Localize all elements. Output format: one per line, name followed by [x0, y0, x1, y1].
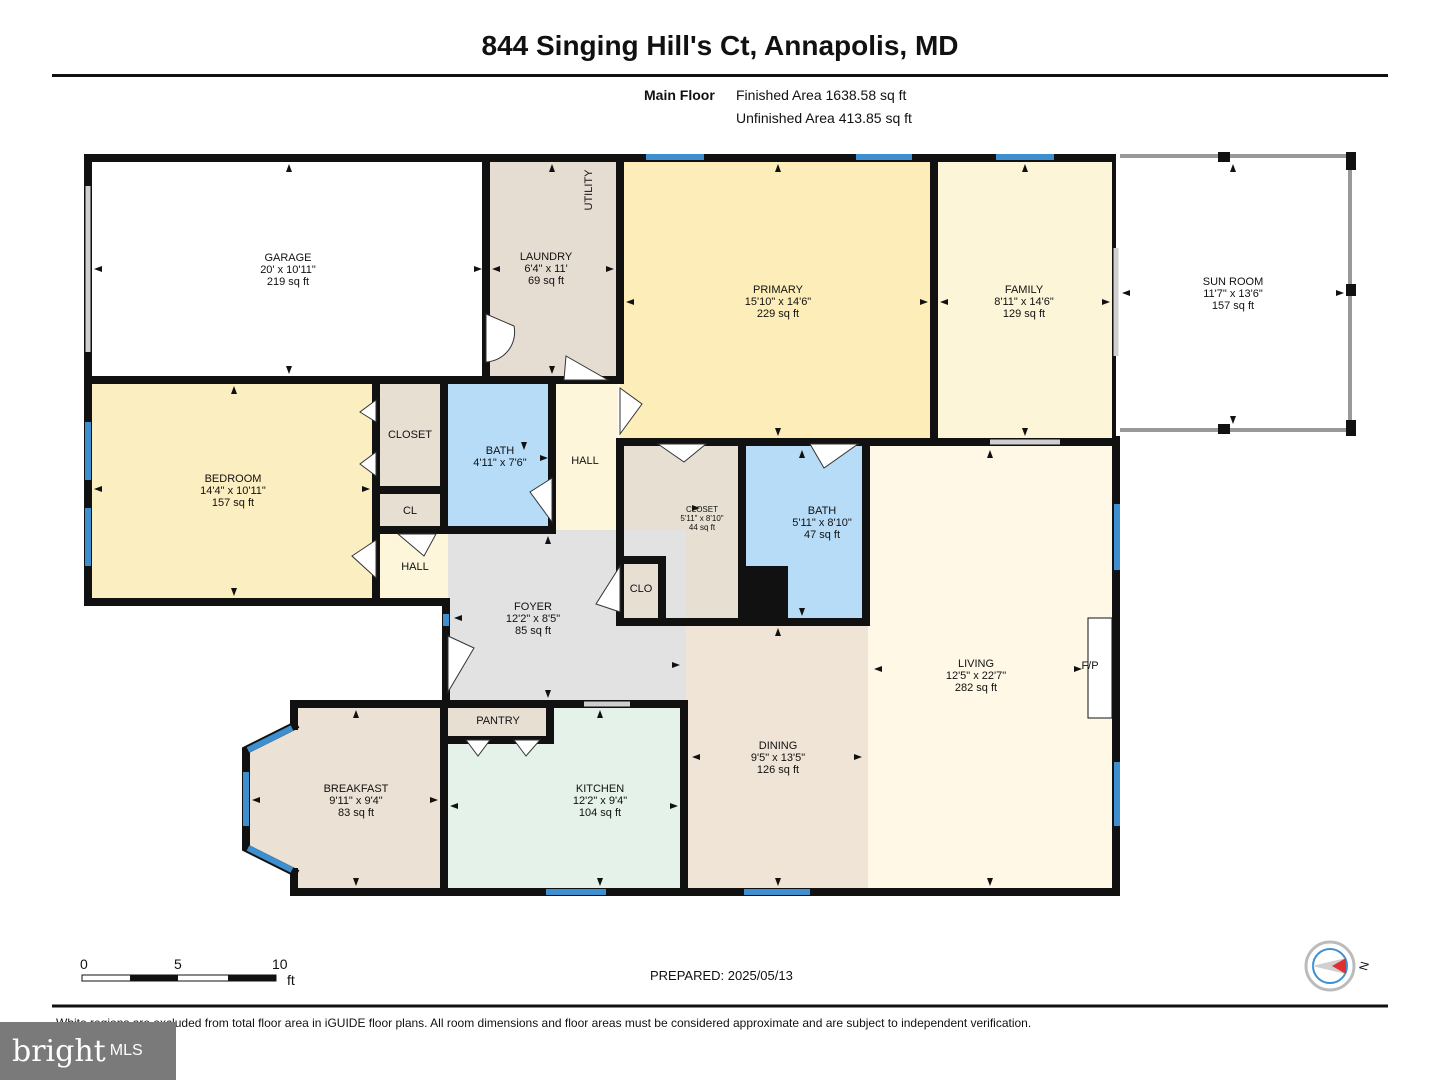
sunroom-dims: 11'7" x 13'6" — [1203, 288, 1263, 300]
unfinished-area: Unfinished Area 413.85 sq ft — [736, 110, 912, 126]
garage-fill — [88, 158, 486, 380]
prepared-date: PREPARED: 2025/05/13 — [650, 968, 793, 983]
breakfast-fill — [246, 704, 444, 892]
scale-tick-5: 5 — [174, 956, 182, 972]
closet2-name: CLOSET — [686, 505, 718, 514]
dining-fill — [686, 622, 868, 892]
scale-tick-0: 0 — [80, 956, 88, 972]
garage-area: 219 sq ft — [267, 276, 309, 288]
breakfast-dims: 9'11" x 9'4" — [329, 795, 382, 807]
foyer-name: FOYER — [514, 601, 552, 613]
bedroom-fill — [88, 380, 376, 602]
bedroom-name: BEDROOM — [205, 473, 262, 485]
bedroom-dims: 14'4" x 10'11" — [200, 485, 266, 497]
living-name: LIVING — [958, 658, 994, 670]
kitchen-fill — [444, 740, 684, 892]
footer-disclaimer: White regions are excluded from total fl… — [56, 1016, 1032, 1030]
bath1-dims: 4'11" x 7'6" — [473, 457, 526, 469]
room-fills — [88, 158, 1116, 892]
bath1-name: BATH — [486, 445, 515, 457]
primary-name: PRIMARY — [753, 284, 804, 296]
logo-brand: bright — [12, 1033, 106, 1069]
closet1-fill — [376, 380, 444, 490]
hall1-fill — [552, 380, 618, 538]
walls — [84, 154, 1120, 896]
bath2-name: BATH — [808, 505, 837, 517]
pantry-fill — [446, 704, 550, 740]
compass-icon — [1304, 940, 1356, 992]
cl-name: CL — [403, 505, 417, 517]
family-area: 129 sq ft — [1003, 308, 1045, 320]
dimension-arrows — [94, 164, 1344, 886]
bath1-fill — [448, 380, 552, 530]
laundry-area: 69 sq ft — [528, 275, 564, 287]
living-area: 282 sq ft — [955, 682, 997, 694]
family-dims: 8'11" x 14'6" — [994, 296, 1054, 308]
openings — [85, 186, 1119, 707]
dining-dims: 9'5" x 13'5" — [751, 752, 805, 764]
living-dims: 12'5" x 22'7" — [946, 670, 1006, 682]
breakfast-area: 83 sq ft — [338, 807, 374, 819]
family-fill — [934, 158, 1114, 442]
utility-name: UTILITY — [583, 169, 595, 211]
pantry-name: PANTRY — [476, 715, 520, 727]
stair-block — [742, 566, 788, 622]
hall1-name: HALL — [571, 455, 599, 467]
dining-name: DINING — [759, 740, 798, 752]
bedroom-area: 157 sq ft — [212, 497, 254, 509]
breakfast-name: BREAKFAST — [324, 783, 389, 795]
windows — [85, 154, 1120, 895]
kitchen-name: KITCHEN — [576, 783, 624, 795]
sunroom-area: 157 sq ft — [1212, 300, 1254, 312]
laundry-name: LAUNDRY — [520, 251, 573, 263]
page-title: 844 Singing Hill's Ct, Annapolis, MD — [481, 30, 959, 61]
sunroom-frame — [1116, 152, 1356, 436]
compass-label: N — [1356, 960, 1372, 972]
laundry-dims: 6'4" x 11' — [524, 263, 567, 275]
garage-dims: 20' x 10'11" — [260, 264, 316, 276]
dining-area: 126 sq ft — [757, 764, 799, 776]
header-divider — [52, 74, 1388, 77]
primary-fill — [620, 158, 934, 442]
kitchen-upper-fill — [550, 704, 684, 740]
clo-fill — [620, 560, 662, 622]
hall2-name: HALL — [401, 561, 429, 573]
kitchen-dims: 12'2" x 9'4" — [573, 795, 627, 807]
sunroom-name: SUN ROOM — [1203, 276, 1264, 288]
room-labels: GARAGE 20' x 10'11" 219 sq ft LAUNDRY 6'… — [200, 169, 1263, 819]
logo-suffix: MLS — [109, 1042, 143, 1059]
primary-dims: 15'10" x 14'6" — [745, 296, 812, 308]
bright-mls-logo: bright MLS — [0, 1022, 176, 1080]
bath2-dims: 5'11" x 8'10" — [792, 517, 852, 529]
fp-name: F/P — [1081, 660, 1098, 672]
door-swings — [351, 313, 860, 757]
scale-tick-10: 10 — [272, 956, 288, 972]
bath2-area: 47 sq ft — [804, 529, 840, 541]
family-name: FAMILY — [1005, 284, 1044, 296]
cl-fill — [376, 490, 444, 530]
closet2-dims: 5'11" x 8'10" — [680, 514, 723, 523]
finished-area: Finished Area 1638.58 sq ft — [736, 87, 907, 103]
kitchen-area: 104 sq ft — [579, 807, 621, 819]
closet1-name: CLOSET — [388, 429, 432, 441]
foyer-dims: 12'2" x 8'5" — [506, 613, 560, 625]
garage-name: GARAGE — [264, 252, 311, 264]
primary-area: 229 sq ft — [757, 308, 799, 320]
scale-unit: ft — [287, 972, 295, 988]
scale-bar — [81, 974, 277, 982]
floor-label: Main Floor — [644, 87, 715, 103]
foyer-area: 85 sq ft — [515, 625, 551, 637]
clo-name: CLO — [630, 583, 653, 595]
fireplace — [1087, 617, 1113, 719]
closet2-area: 44 sq ft — [689, 523, 716, 532]
